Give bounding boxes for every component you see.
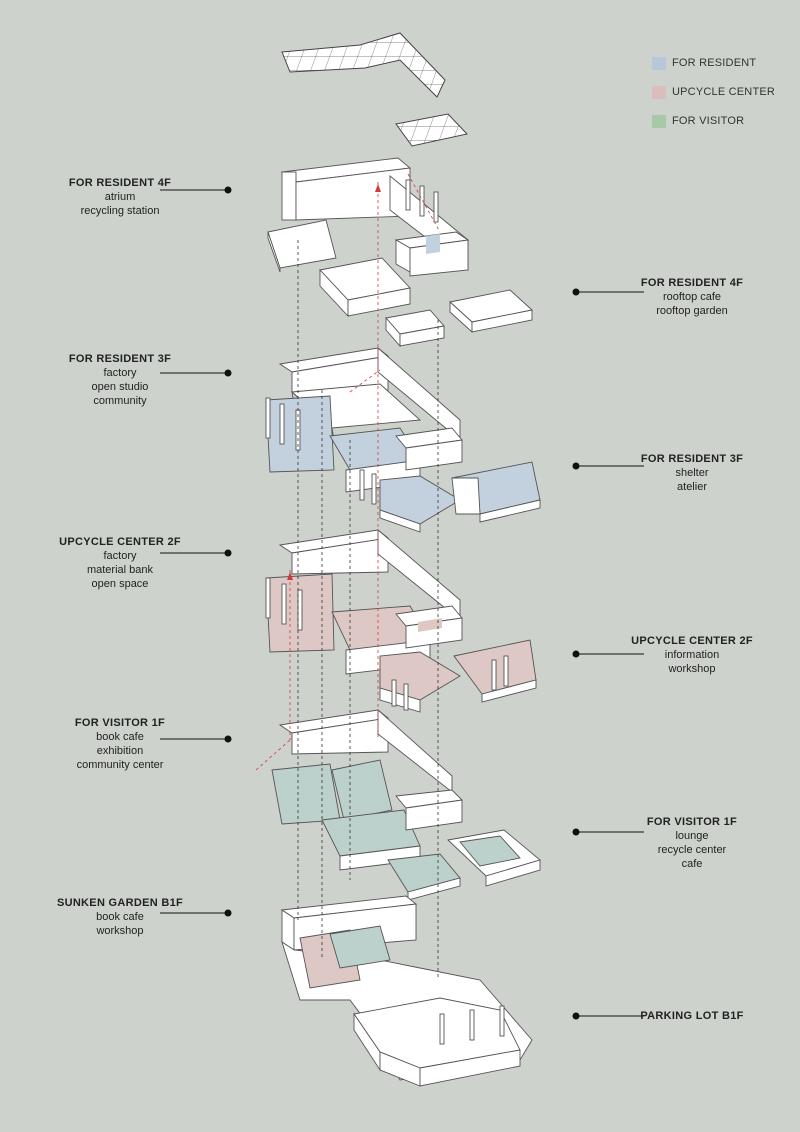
- label-line: open space: [91, 578, 149, 590]
- label-line: atrium: [104, 191, 136, 203]
- label-resident-4f-left: FOR RESIDENT 4F atrium recycling station: [40, 176, 200, 218]
- label-sunken-b1f-left: SUNKEN GARDEN B1F book cafe workshop: [40, 896, 200, 938]
- label-line: rooftop garden: [656, 305, 728, 317]
- label-title: SUNKEN GARDEN B1F: [56, 897, 184, 909]
- label-line: cafe: [681, 858, 703, 870]
- roof-grid-upper: [281, 32, 446, 98]
- circulation-arrows: [287, 184, 381, 580]
- legend-label-visitor: FOR VISITOR: [672, 115, 745, 127]
- label-title: UPCYCLE CENTER 2F: [631, 635, 753, 647]
- label-line: book cafe: [96, 731, 144, 743]
- label-title: FOR RESIDENT 4F: [68, 177, 172, 189]
- floor-b1f: [280, 895, 533, 1087]
- label-visitor-1f-right: FOR VISITOR 1F lounge recycle center caf…: [612, 815, 772, 871]
- label-line: lounge: [675, 830, 709, 842]
- label-line: information: [664, 649, 720, 661]
- label-line: book cafe: [96, 911, 144, 923]
- label-line: material bank: [86, 564, 154, 576]
- alignment-lines: [297, 240, 439, 980]
- label-line: workshop: [668, 663, 716, 675]
- floor-1f: [271, 708, 541, 901]
- label-title: UPCYCLE CENTER 2F: [59, 536, 181, 548]
- floor-3f: [265, 347, 541, 533]
- label-line: shelter: [675, 467, 709, 479]
- leader-lines: [160, 186, 644, 1020]
- label-title: FOR RESIDENT 4F: [640, 277, 744, 289]
- label-line: recycling station: [80, 205, 160, 217]
- label-line: open studio: [91, 381, 149, 393]
- label-line: rooftop cafe: [662, 291, 722, 303]
- legend-swatch-resident: [652, 56, 666, 70]
- label-parking-b1f-right: PARKING LOT B1F: [612, 1009, 772, 1023]
- label-resident-4f-right: FOR RESIDENT 4F rooftop cafe rooftop gar…: [612, 276, 772, 318]
- label-resident-3f-left: FOR RESIDENT 3F factory open studio comm…: [40, 352, 200, 408]
- label-upcycle-2f-left: UPCYCLE CENTER 2F factory material bank …: [40, 535, 200, 591]
- label-title: PARKING LOT B1F: [640, 1010, 744, 1022]
- circulation-lines: [255, 173, 441, 771]
- label-line: workshop: [96, 925, 144, 937]
- label-line: exhibition: [96, 745, 144, 757]
- floor-4f: [267, 157, 533, 348]
- legend-label-upcycle: UPCYCLE CENTER: [672, 86, 776, 98]
- legend-label-resident: FOR RESIDENT: [672, 57, 757, 69]
- label-line: community: [93, 395, 147, 407]
- label-title: FOR VISITOR 1F: [74, 717, 166, 729]
- label-title: FOR RESIDENT 3F: [640, 453, 744, 465]
- legend-item-visitor: FOR VISITOR: [652, 114, 744, 128]
- legend-item-upcycle: UPCYCLE CENTER: [652, 85, 775, 99]
- legend-swatch-upcycle: [652, 85, 666, 99]
- label-line: recycle center: [657, 844, 727, 856]
- label-resident-3f-right: FOR RESIDENT 3F shelter atelier: [612, 452, 772, 494]
- label-upcycle-2f-right: UPCYCLE CENTER 2F information workshop: [612, 634, 772, 676]
- label-visitor-1f-left: FOR VISITOR 1F book cafe exhibition comm…: [40, 716, 200, 772]
- label-line: factory: [103, 367, 137, 379]
- label-line: factory: [103, 550, 137, 562]
- label-title: FOR RESIDENT 3F: [68, 353, 172, 365]
- legend-item-resident: FOR RESIDENT: [652, 56, 756, 70]
- roof-grid-small: [395, 113, 468, 147]
- legend-swatch-visitor: [652, 114, 666, 128]
- label-title: FOR VISITOR 1F: [646, 816, 738, 828]
- label-line: community center: [76, 759, 164, 771]
- floor-2f: [265, 529, 537, 713]
- label-line: atelier: [677, 481, 707, 493]
